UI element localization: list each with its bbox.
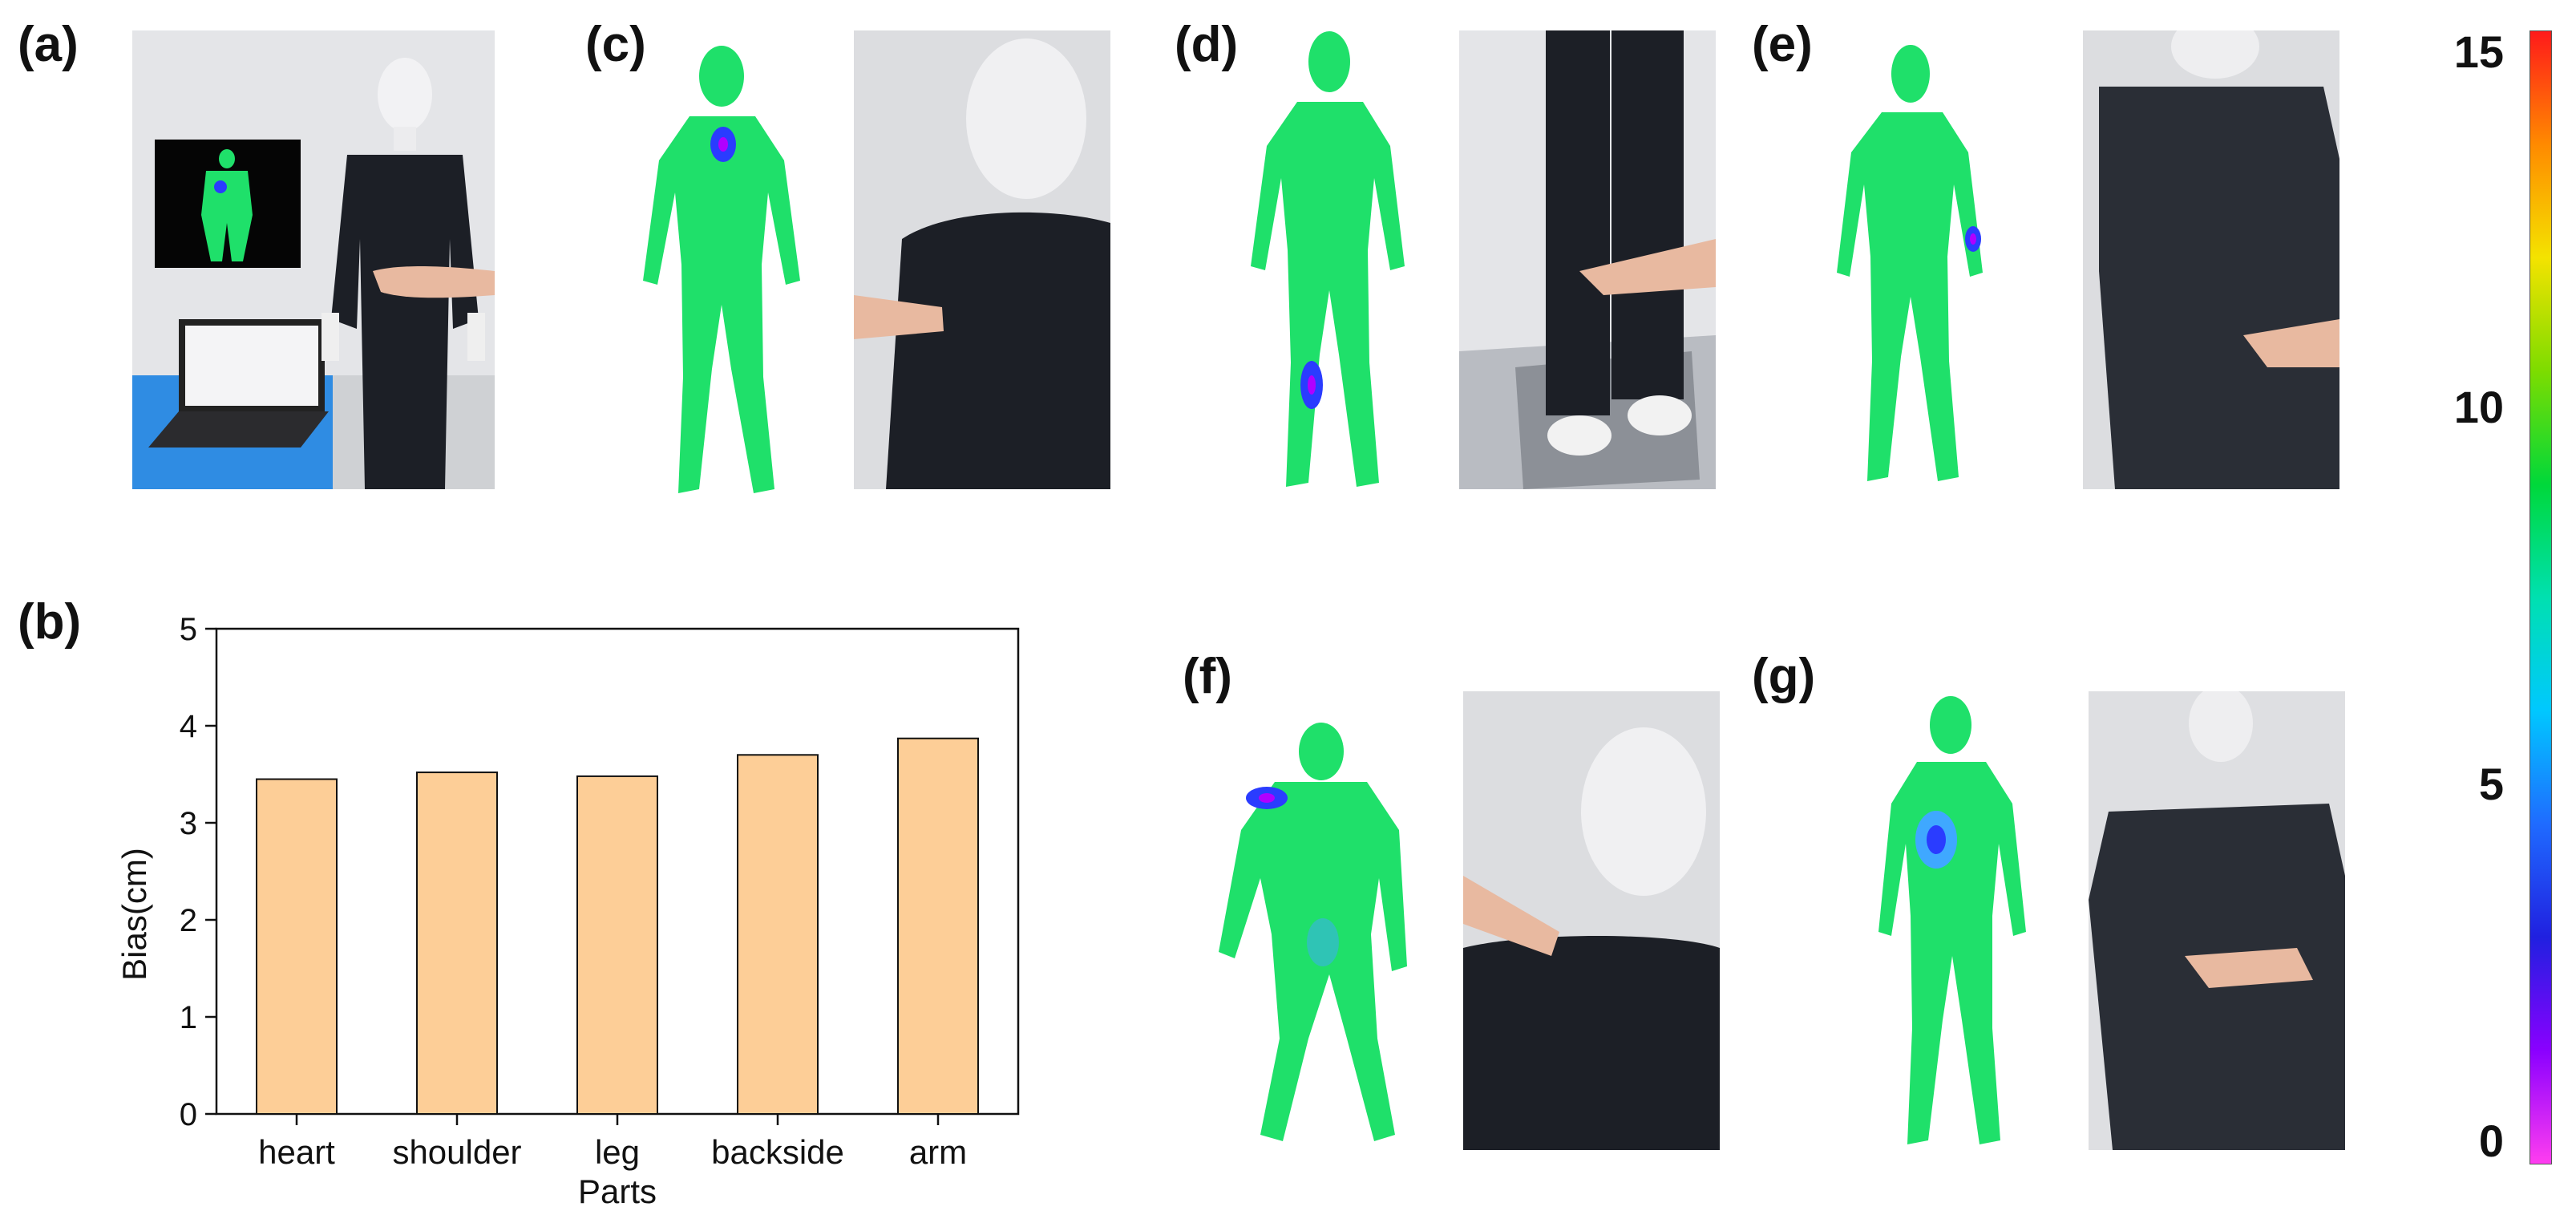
photo-leg — [1459, 30, 1716, 489]
y-tick-label-3: 3 — [180, 806, 197, 841]
panel-label-f: (f) — [1183, 649, 1232, 704]
bar-arm — [897, 737, 979, 1115]
bar-leg — [576, 775, 658, 1115]
heatmap-body-backside — [1878, 696, 2026, 1144]
bar-heart — [256, 778, 338, 1116]
panel-label-b: (b) — [18, 594, 82, 650]
photo-arm — [2083, 30, 2339, 489]
heatmap-body-shoulder — [1219, 723, 1407, 1141]
panel-label-a: (a) — [18, 17, 79, 72]
y-tick-label-1: 1 — [180, 1000, 197, 1035]
heatmap-body-heart — [643, 46, 800, 493]
x-tick-label-shoulder: shoulder — [392, 1133, 521, 1171]
heatmap-body-arm — [1837, 45, 1983, 481]
x-tick-label-backside: backside — [711, 1133, 844, 1171]
x-axis-title: Parts — [578, 1172, 657, 1210]
photo-heart — [854, 30, 1110, 489]
photo-backside — [2089, 691, 2345, 1150]
colorbar-tick-5: 5 — [2478, 759, 2504, 810]
y-tick-label-2: 2 — [180, 903, 197, 938]
panel-label-g: (g) — [1752, 649, 1816, 704]
y-tick-label-0: 0 — [180, 1097, 197, 1132]
x-tick-label-leg: leg — [595, 1133, 640, 1171]
panel-label-e: (e) — [1752, 17, 1813, 72]
panel-label-c: (c) — [585, 17, 646, 72]
y-tick-label-4: 4 — [180, 709, 197, 744]
colorbar — [2529, 30, 2552, 1164]
photo-shoulder — [1463, 691, 1720, 1150]
x-tick-label-arm: arm — [909, 1133, 967, 1171]
x-tick-label-heart: heart — [258, 1133, 335, 1171]
colorbar-tick-15: 15 — [2453, 26, 2504, 77]
plot-area: 0 1 2 3 4 5 heart shoulder leg backside arm — [180, 612, 1020, 1171]
y-axis-title: Bias(cm) — [115, 848, 153, 981]
bar-backside — [737, 754, 819, 1116]
heatmap-body-leg — [1251, 31, 1405, 487]
setup-photo — [132, 30, 495, 489]
colorbar-tick-10: 10 — [2453, 381, 2504, 432]
panel-label-d: (d) — [1175, 17, 1239, 72]
colorbar-tick-0: 0 — [2478, 1116, 2504, 1166]
colorbar-gradient — [2530, 31, 2551, 1164]
bar-shoulder — [416, 771, 498, 1116]
y-tick-label-5: 5 — [180, 612, 197, 647]
